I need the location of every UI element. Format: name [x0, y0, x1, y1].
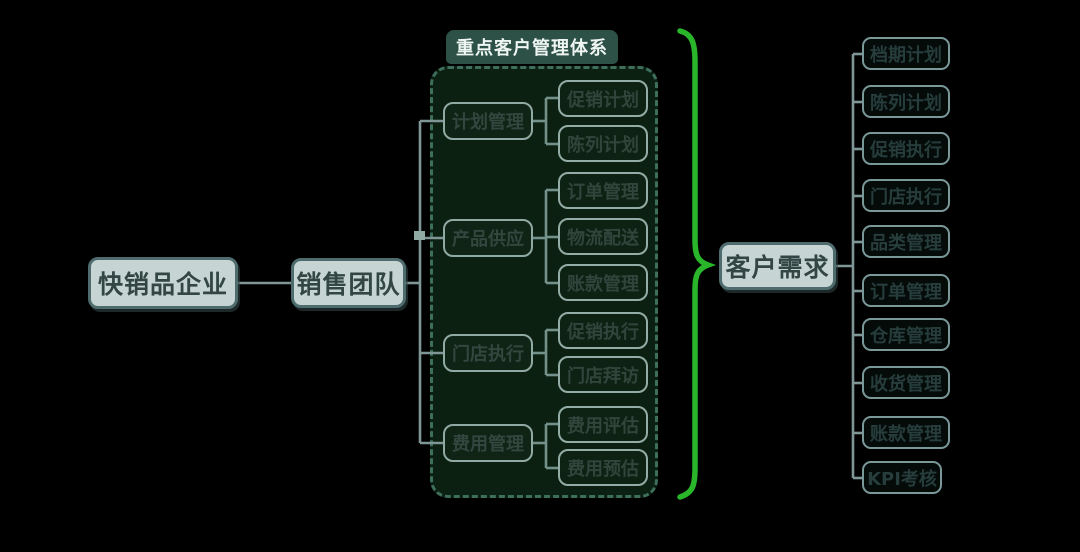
- node-customer-demand[interactable]: 客户需求: [719, 242, 836, 290]
- group-node-expense[interactable]: 费用管理: [443, 424, 533, 462]
- demand-item[interactable]: 仓库管理: [862, 318, 950, 351]
- node-sales-team[interactable]: 销售团队: [291, 258, 406, 308]
- demand-item[interactable]: 促销执行: [862, 132, 950, 165]
- sub-node[interactable]: 订单管理: [558, 172, 648, 209]
- demand-item[interactable]: 门店执行: [862, 179, 950, 212]
- demand-item[interactable]: 账款管理: [862, 416, 950, 449]
- sub-node[interactable]: 促销执行: [558, 312, 648, 349]
- group-node-store[interactable]: 门店执行: [443, 334, 533, 372]
- demand-item[interactable]: 订单管理: [862, 274, 950, 307]
- group-node-supply[interactable]: 产品供应: [443, 219, 533, 257]
- demand-item[interactable]: 品类管理: [862, 225, 950, 258]
- demand-item[interactable]: 陈列计划: [862, 85, 950, 118]
- system-title[interactable]: 重点客户管理体系: [446, 30, 618, 64]
- demand-item[interactable]: 档期计划: [862, 37, 950, 70]
- group-node-plan[interactable]: 计划管理: [443, 102, 533, 140]
- node-root[interactable]: 快销品企业: [88, 257, 238, 309]
- demand-item[interactable]: KPI考核: [862, 461, 942, 494]
- demand-item[interactable]: 收货管理: [862, 366, 950, 399]
- sub-node[interactable]: 费用评估: [558, 406, 648, 443]
- sub-node[interactable]: 费用预估: [558, 449, 648, 486]
- sub-node[interactable]: 门店拜访: [558, 356, 648, 393]
- brace: [677, 28, 717, 500]
- sub-node[interactable]: 账款管理: [558, 264, 648, 301]
- sub-node[interactable]: 促销计划: [558, 80, 648, 117]
- sub-node[interactable]: 物流配送: [558, 218, 648, 255]
- junction-node: [414, 231, 425, 240]
- sub-node[interactable]: 陈列计划: [558, 125, 648, 162]
